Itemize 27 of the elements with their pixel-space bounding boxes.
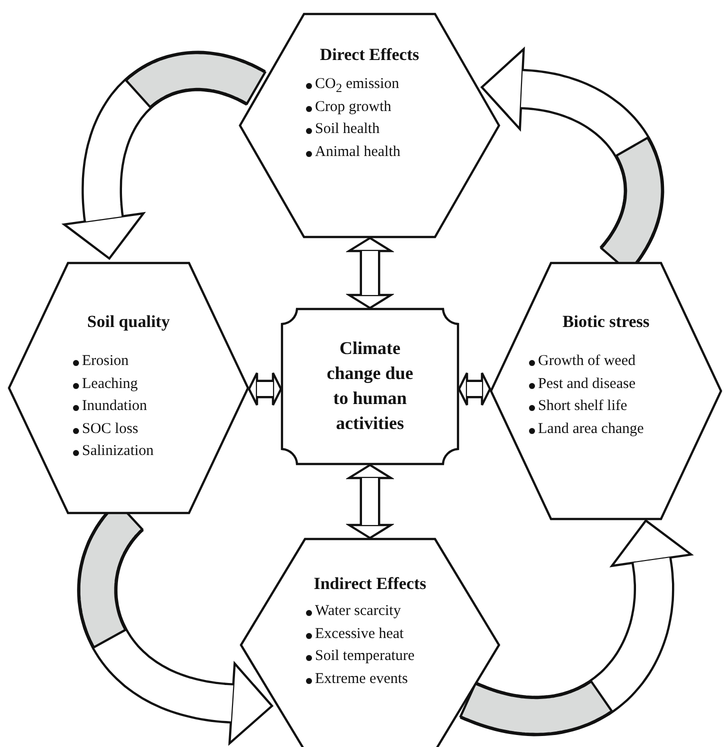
bullet-item: SOC loss	[72, 420, 222, 438]
bullet-item: Land area change	[528, 420, 649, 438]
bullet-item: Inundation	[72, 397, 222, 415]
bullet-item: Water scarcity	[305, 602, 485, 620]
central-box	[281, 308, 459, 465]
bullet-item: Erosion	[72, 352, 222, 370]
bullet-item: Excessive heat	[305, 624, 485, 642]
bullet-item: Leaching	[72, 374, 222, 392]
bullet-item: Growth of weed	[528, 352, 649, 370]
bullet-item: Soil temperature	[305, 647, 485, 665]
hexagon-box	[8, 262, 249, 514]
bullet-item: Soil health	[305, 120, 485, 138]
bullet-item: Animal health	[305, 142, 485, 160]
bullet-item: Extreme events	[305, 670, 485, 688]
box-heading: Indirect Effects	[312, 574, 428, 594]
bullet-item: Crop growth	[305, 98, 485, 116]
bullet-item: Pest and disease	[528, 374, 649, 392]
box-heading: Direct Effects	[318, 45, 420, 65]
bullet-item: CO$_{2}$ emission	[305, 75, 485, 97]
box-heading: Biotic stress	[561, 312, 651, 332]
central-text: Climate change due to human activities	[326, 337, 414, 435]
bullet-item: Short shelf life	[528, 397, 649, 415]
hexagon-box	[240, 538, 500, 747]
bullet-item: Salinization	[72, 442, 222, 460]
box-heading: Soil quality	[86, 312, 171, 332]
hexagon-box	[490, 262, 722, 520]
hexagon-box	[239, 13, 500, 238]
